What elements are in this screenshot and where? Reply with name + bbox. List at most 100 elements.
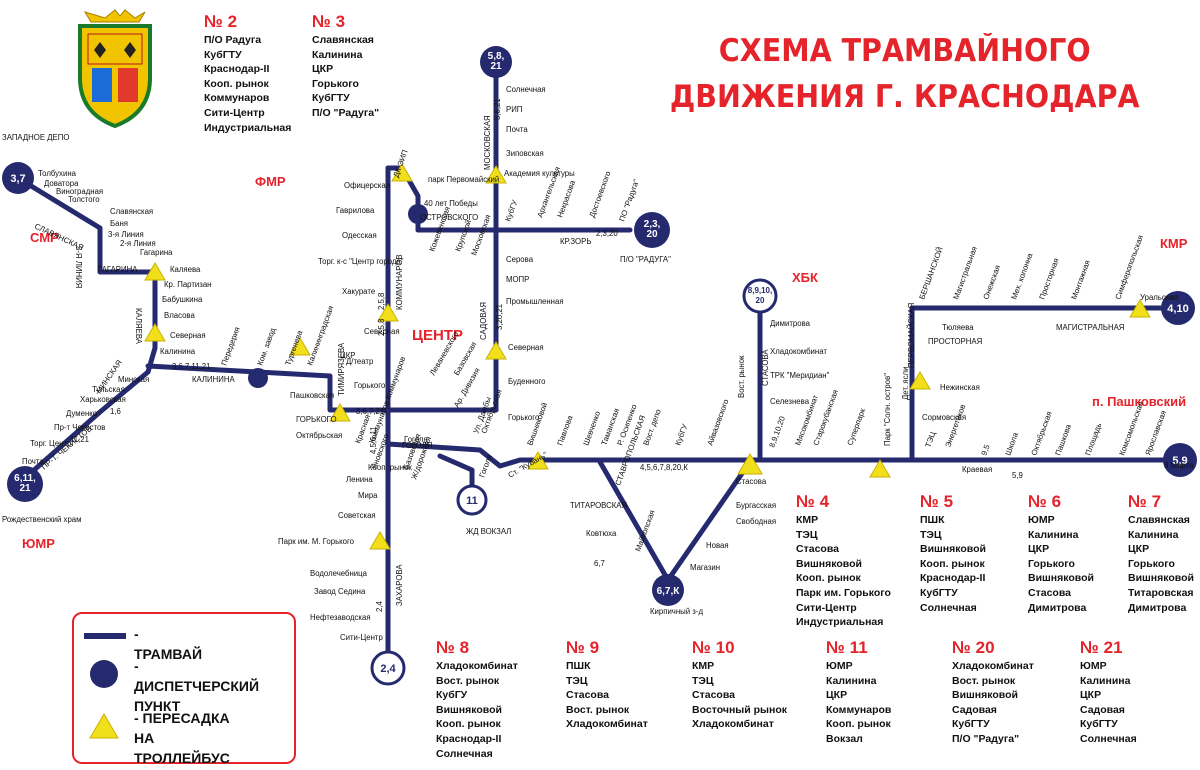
stop-label: Просторная	[1037, 257, 1060, 301]
route-stop: Вокзал	[826, 732, 863, 745]
route-stop: Краснодар-II	[436, 732, 502, 745]
district-label: ЦЕНТР	[412, 327, 463, 344]
stop-label: Доватора	[44, 179, 79, 188]
depot-label: 6,7,К	[657, 586, 681, 597]
route-stop: Калинина	[1128, 528, 1179, 541]
stop-label: Селезнева	[770, 397, 810, 406]
stop-label: СТАСОВА	[761, 349, 770, 386]
stop-label: Суперпарк	[845, 407, 867, 447]
stop-label: КОММУНАРОВ	[395, 254, 404, 310]
route-stop: ТЭЦ	[692, 674, 714, 687]
route-stop: Кооп. рынок	[436, 718, 501, 731]
stop-label: Свободная	[736, 517, 776, 526]
stop-label: Нежинская	[940, 383, 980, 392]
district-label: КМР	[1160, 236, 1188, 251]
line-west-slavyanskaya	[15, 175, 158, 275]
route-stop: Горького	[312, 77, 359, 90]
stop-label: Онежская	[981, 264, 1002, 301]
route-stop: Кооп. рынок	[920, 557, 985, 570]
stop-label: Пр-т Чекистов	[54, 423, 105, 432]
stop-label: Вост. рынок	[737, 355, 746, 398]
dispatch-point-icon	[248, 368, 268, 388]
route-stop: ТЭЦ	[796, 528, 818, 541]
route-stop: ПШК	[920, 514, 945, 526]
route-number: № 3	[312, 12, 346, 31]
transfer-icon	[144, 323, 166, 342]
stop-label: Буденного	[508, 377, 546, 386]
stop-label: ПРОСТОРНАЯ	[928, 337, 982, 346]
district-label: ХБК	[792, 270, 818, 285]
stop-label: Офицерская	[344, 181, 390, 190]
stop-label: Ковтюха	[586, 529, 617, 538]
route-stop: Хладокомбинат	[436, 660, 518, 672]
stop-label: Краевая	[962, 465, 992, 474]
stop-label: Октябрьская	[296, 431, 342, 440]
stop-label: Бабушкина	[162, 295, 203, 304]
depot-label: 3,7	[10, 173, 25, 185]
stop-label: Ленина	[346, 475, 373, 484]
stop-label: Рождественский храм	[2, 515, 82, 524]
stop-label: ПЕРВОМАЙСКАЯ	[907, 303, 916, 368]
tram-lines	[15, 59, 1183, 663]
stop-label: Промышленная	[506, 297, 564, 306]
stop-label: Бургасская	[736, 501, 776, 510]
route-stop: Димитрова	[1128, 601, 1187, 614]
stop-label: Северная	[364, 327, 400, 336]
stop-label: Водолечебница	[310, 569, 368, 578]
transfer-icon	[289, 337, 311, 356]
stop-label: Гагарина	[140, 248, 173, 257]
route-stop: Калинина	[826, 674, 877, 687]
stop-label: ОСТРОВСКОГО	[420, 213, 478, 222]
route-stop: ЦКР	[1028, 543, 1050, 556]
stop-label: Дет. ясли	[901, 367, 910, 400]
stop-label: Власова	[164, 311, 195, 320]
route-number: № 9	[566, 638, 600, 657]
stop-label: Пашкова	[1053, 423, 1073, 457]
stop-label: Гаврилова	[336, 206, 375, 215]
depot-icon	[90, 660, 118, 688]
route-stop: Парк им. Горького	[796, 586, 891, 599]
route-stop: КМР	[796, 514, 819, 526]
route-number: № 6	[1028, 492, 1062, 511]
route-stop: Вишняковой	[920, 543, 986, 556]
stop-label: 5,9	[1012, 471, 1023, 480]
route-stop: Краснодар-II	[920, 572, 986, 585]
stop-label: Кооп. рынок	[368, 463, 412, 472]
stop-label: 40 лет Победы	[424, 199, 478, 208]
route-stop: Солнечная	[920, 601, 977, 614]
map-title-line-1: СХЕМА ТРАМВАЙНОГО	[719, 33, 1092, 69]
stop-label: БЕРШАНСКОЙ	[917, 246, 944, 301]
stop-label: Мира	[358, 491, 378, 500]
route-stop: Калинина	[1028, 528, 1079, 541]
stop-label: Тульская	[92, 385, 125, 394]
depot-label: 8,9,10,20	[748, 286, 772, 305]
route-stop: Вост. рынок	[566, 703, 630, 716]
stop-label: Гоголя	[404, 435, 428, 444]
route-stop: ЦКР	[1080, 689, 1102, 702]
stop-label: ТИМИРЯЗЕВА	[337, 342, 346, 396]
district-labels: ФМР СМР ЮМР ЦЕНТР ХБК КМР п. Пашковский	[22, 174, 1188, 551]
stop-label: 6,7	[594, 559, 605, 568]
stop-label: Симферопольская	[1113, 234, 1145, 301]
route-stop: Садовая	[952, 703, 997, 716]
route-stop: ПШК	[566, 660, 591, 672]
route-stop: ЦКР	[826, 689, 848, 702]
transfer-icon	[1129, 299, 1151, 318]
stop-label: Баня	[110, 219, 128, 228]
district-label: ЮМР	[22, 536, 55, 551]
stop-label: Сормовская	[922, 413, 966, 422]
stop-label: Парк им. М. Горького	[278, 537, 355, 546]
route-stop: Восточный рынок	[692, 703, 788, 716]
route-number: № 5	[920, 492, 954, 511]
depot-8-9-10-20: 8,9,10,20	[742, 278, 778, 314]
stop-label: ЗАПАДНОЕ ДЕПО	[2, 133, 69, 142]
route-stop: ТЭЦ	[566, 674, 588, 687]
route-stop: Солнечная	[436, 747, 493, 760]
stop-label: Солнечная	[506, 85, 546, 94]
